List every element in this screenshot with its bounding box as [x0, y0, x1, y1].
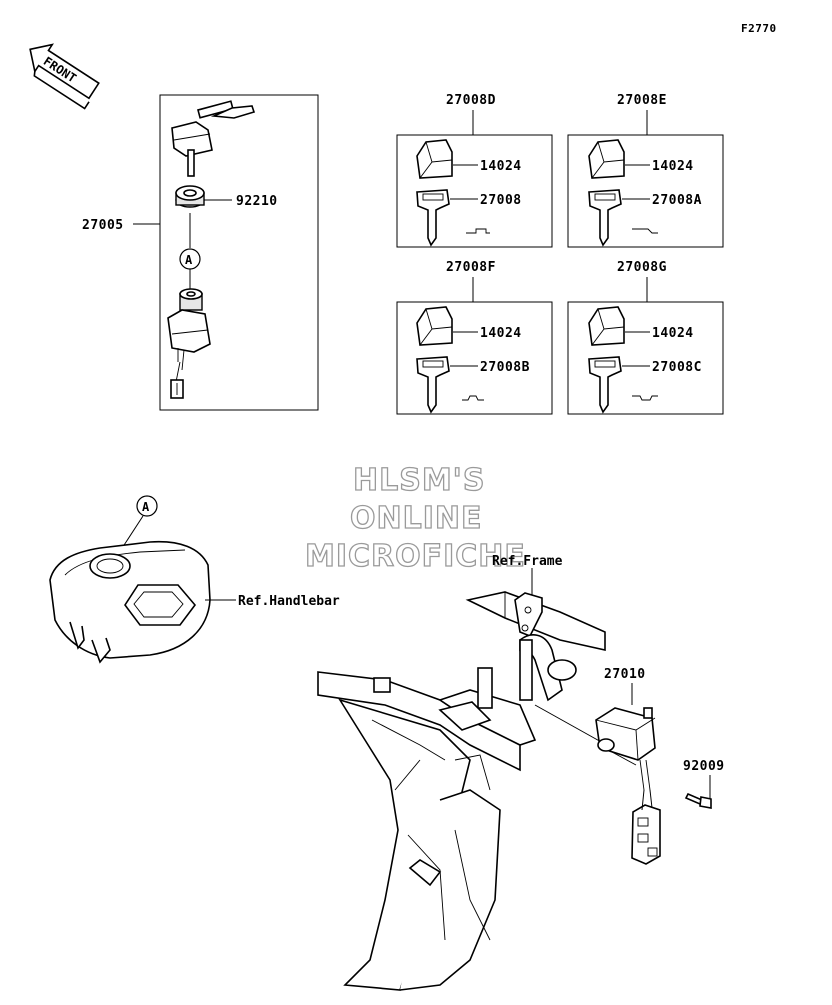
callout-14024-d: 14024: [480, 159, 522, 174]
key-cut-g-icon: [632, 395, 658, 401]
callout-27008c: 27008C: [652, 360, 702, 375]
callout-27008g: 27008G: [617, 260, 667, 275]
callout-27008: 27008: [480, 193, 522, 208]
callout-14024-f: 14024: [480, 326, 522, 341]
callout-92210: 92210: [236, 194, 278, 209]
ref-marker-a-lower-label: A: [142, 500, 150, 514]
key-set-d-frame: [396, 134, 553, 248]
key-cut-e-icon: [632, 228, 658, 234]
watermark: HLSM'S ONLINE MICROFICHE: [304, 462, 526, 574]
watermark-line-2: ONLINE: [350, 501, 483, 536]
key-cap-g-icon: [588, 306, 625, 346]
ref-marker-a-upper-label: A: [185, 253, 193, 267]
ref-marker-a-lower: [136, 495, 158, 517]
callout-27008b: 27008B: [480, 360, 530, 375]
callout-27008d: 27008D: [446, 93, 496, 108]
bolt-icon: [684, 792, 712, 809]
callout-14024-e: 14024: [652, 159, 694, 174]
handlebar-cover-icon: [49, 540, 211, 664]
key-set-g-frame: [567, 301, 724, 415]
callout-92009: 92009: [683, 759, 725, 774]
ref-handlebar-label: Ref.Handlebar: [238, 594, 340, 609]
nut-icon: [175, 185, 205, 208]
ignition-switch-body-icon: [167, 288, 211, 399]
relay-icon: [595, 707, 661, 865]
callout-27005: 27005: [82, 218, 124, 233]
key-cut-d-icon: [466, 228, 490, 234]
ignition-key-icon: [171, 100, 256, 177]
key-g-icon: [588, 356, 622, 414]
watermark-line-3: MICROFICHE: [305, 539, 526, 574]
key-set-e-frame: [567, 134, 724, 248]
callout-14024-g: 14024: [652, 326, 694, 341]
key-set-f-frame: [396, 301, 553, 415]
key-cut-f-icon: [462, 395, 484, 401]
ignition-switch-frame: [159, 94, 319, 411]
key-cap-f-icon: [416, 306, 453, 346]
callout-27010: 27010: [604, 667, 646, 682]
ref-frame-label: Ref.Frame: [492, 554, 563, 569]
key-cap-e-icon: [588, 139, 625, 179]
key-cap-d-icon: [416, 139, 453, 179]
figure-code: F2770: [741, 22, 777, 35]
callout-27008f: 27008F: [446, 260, 496, 275]
key-f-icon: [416, 356, 450, 414]
callout-27008a: 27008A: [652, 193, 702, 208]
key-e-icon: [588, 189, 622, 247]
vehicle-frame-icon: [317, 591, 606, 991]
key-d-icon: [416, 189, 450, 247]
callout-27008e: 27008E: [617, 93, 667, 108]
watermark-line-1: HLSM'S: [353, 463, 485, 498]
front-arrow-icon: FRONT: [29, 43, 100, 110]
